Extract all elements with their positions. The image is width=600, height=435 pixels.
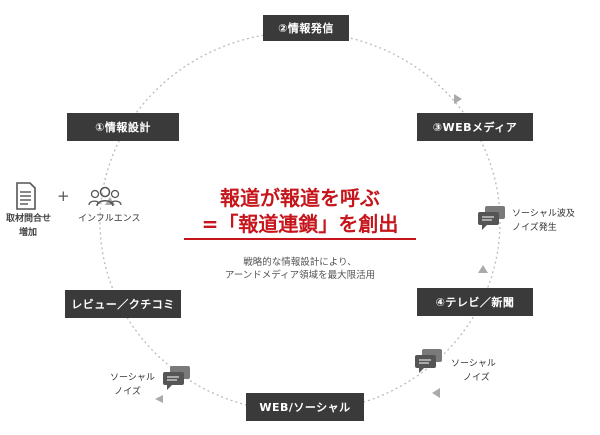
people-icon [88,186,122,207]
center-divider [184,238,416,240]
step-information-design: ①情報設計 [67,113,179,141]
chat-bubble-icon [415,349,442,373]
step-web-social: WEB/ソーシャル [246,393,364,421]
note-social-noise-left: ソーシャル ノイズ [110,371,155,399]
note-line: ノイズ発生 [512,223,557,233]
step-label: レビュー／クチコミ [71,298,175,311]
step-label: ②情報発信 [278,22,334,35]
note-social-spread: ソーシャル波及 ノイズ発生 [512,207,575,235]
arrow-icon [454,94,462,104]
note-line: ソーシャル波及 [512,209,575,219]
center-title-line2: =「報道連鎖」を創出 [201,212,399,236]
step-tv-newspaper: ④テレビ／新聞 [417,288,533,316]
center-desc-line1: 戦略的な情報設計により、 [243,257,357,268]
step-label: WEB/ソーシャル [259,401,351,414]
arrow-icon [432,388,440,398]
chat-bubble-icon [478,206,505,230]
note-line: ノイズ [114,387,141,397]
document-label-line1: 取材問合せ [6,214,52,224]
plus-sign: + [57,187,70,205]
chat-bubble-icon [163,366,190,390]
step-information-dispatch: ②情報発信 [263,15,349,41]
document-icon [16,182,36,210]
center-title-line1: 報道が報道を呼ぶ [220,186,380,210]
note-line: ソーシャル [110,373,155,383]
arrow-icon [478,265,488,273]
step-label: ①情報設計 [95,121,151,134]
step-label: ③WEBメディア [432,121,518,134]
step-reviews: レビュー／クチコミ [65,290,181,318]
arrow-icon [155,395,163,403]
step-label: ④テレビ／新聞 [435,296,515,309]
center-desc-line2: アーンドメディア領域を最大限活用 [224,270,376,281]
step-web-media: ③WEBメディア [417,113,533,141]
note-line: ノイズ [463,373,490,383]
note-social-noise-right: ソーシャル ノイズ [451,357,496,385]
document-label: 取材問合せ 増加 [6,212,52,240]
influencer-label: インフルエンス [78,214,141,224]
document-label-line2: 増加 [18,228,37,238]
note-line: ソーシャル [451,359,496,369]
